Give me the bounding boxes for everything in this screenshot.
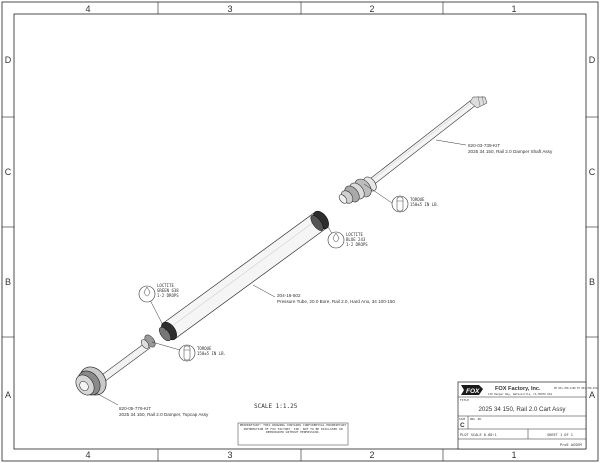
loctite-blue-drops: 1-2 DROPS — [346, 242, 368, 247]
shaft-part-number: 820-03-739-KIT — [468, 143, 500, 148]
zone-row-label: B — [5, 277, 11, 287]
loctite-green-color: GREEN 638 — [157, 288, 179, 293]
zone-row-label: D — [589, 55, 596, 65]
loctite-blue-label: LOCTITE — [346, 232, 363, 237]
topcap-part-number: 820-05-776-KIT — [119, 406, 151, 411]
proprietary-box — [237, 422, 349, 446]
zone-col-label: 2 — [369, 450, 374, 460]
zone-col-label: 1 — [511, 4, 516, 14]
zone-column-labels: 4 3 2 1 4 3 2 1 — [85, 4, 516, 460]
tube-part-number: 204-16-502 — [277, 293, 301, 298]
torque-leader-lower — [151, 341, 181, 351]
topcap-leader — [95, 392, 119, 406]
fox-logo-text: FOX — [466, 388, 480, 395]
fox-logo-icon: FOX — [461, 385, 483, 395]
company-address: 130 Hangar Way, Watsonville, CA 95076 US… — [488, 392, 552, 396]
torque-flag-icon — [178, 344, 196, 362]
zone-col-label: 1 — [511, 450, 516, 460]
topcap-assembly-part — [75, 334, 156, 396]
drawing-scale: SCALE 1:1.25 — [254, 403, 298, 410]
loctite-green-drops: 1-2 DROPS — [157, 293, 179, 298]
company-phone: PH 831-768-1100 FX 831-768-9312 — [554, 387, 599, 390]
torque-value-upper: 150±5 IN LB. — [410, 202, 439, 207]
loctite-flag-icon — [327, 231, 345, 249]
damper-shaft-part — [338, 95, 488, 204]
loctite-green-leader — [148, 297, 167, 332]
title-label: TITLE — [460, 398, 469, 402]
zone-row-label: B — [589, 277, 595, 287]
torque-label-upper: TORQUE — [410, 197, 425, 202]
title-block: FOX FOX Factory, Inc. 130 Hangar Way, Wa… — [457, 381, 599, 450]
torque-label-lower: TORQUE — [197, 346, 212, 351]
proprietary-notice: PROPRIETARY: THIS DRAWING CONTAINS CONFI… — [239, 424, 347, 435]
size-label: SIZE — [459, 417, 466, 421]
inner-border — [13, 13, 587, 450]
loctite-blue-color: BLUE 243 — [346, 237, 366, 242]
torque-leader-upper — [363, 183, 393, 204]
company-name: FOX Factory, Inc. — [495, 386, 541, 392]
zone-row-labels: D C B A D C B A — [5, 55, 596, 400]
drawing-title: 2025 34 150, Rail 2.0 Cart Assy — [478, 406, 566, 413]
shaft-leader — [435, 139, 467, 146]
dwg-no-label: DWG. NO. — [470, 417, 483, 421]
tube-description: Pressure Tube, 20.0 Bore, Rail 2.0, Hard… — [277, 299, 395, 304]
topcap-description: 2025 34 150, Rail 2.0 Damper, Topcap Ass… — [119, 412, 209, 417]
zone-col-label: 3 — [227, 4, 232, 14]
zone-row-label: C — [5, 167, 12, 177]
torque-flag-icon — [391, 195, 409, 213]
loctite-flag-icon — [138, 285, 156, 303]
zone-col-label: 4 — [85, 4, 90, 14]
zone-row-label: D — [5, 55, 12, 65]
torque-value-lower: 150±5 IN LB. — [197, 351, 226, 356]
sheet-size: C — [460, 422, 465, 429]
zone-row-label: A — [5, 390, 11, 400]
tube-leader — [252, 284, 276, 298]
zone-row-label: A — [589, 390, 595, 400]
zone-col-label: 2 — [369, 4, 374, 14]
shaft-description: 2025 34 150, Rail 2.0 Damper Shaft Assy — [468, 149, 553, 154]
zone-row-label: C — [589, 167, 596, 177]
loctite-green-label: LOCTITE — [157, 283, 174, 288]
zone-col-label: 3 — [227, 450, 232, 460]
pressure-tube-part — [159, 210, 329, 342]
sheet-number: SHEET 1 OF 1 — [547, 433, 573, 437]
software-tag: ProE ASSEM — [560, 443, 582, 447]
zone-col-label: 4 — [85, 450, 90, 460]
plot-scale: PLOT SCALE 0.80:1 — [460, 433, 497, 437]
